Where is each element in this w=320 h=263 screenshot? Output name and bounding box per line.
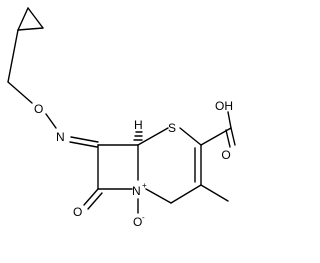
atom-n-oxide-oxygen: O	[133, 215, 142, 229]
atom-sulfur: S	[168, 121, 176, 135]
chemical-structure-diagram: O N S OH O O N + O - H	[7, 7, 236, 229]
atom-imine-nitrogen: N	[56, 130, 65, 144]
bond-s-c2	[179, 127, 202, 146]
atom-ring-nitrogen: N	[132, 184, 141, 198]
atom-stereo-hydrogen: H	[134, 118, 143, 132]
bond-c6-s	[137, 127, 169, 146]
bond-c3-c4	[170, 184, 202, 204]
bond-c4-n	[145, 188, 172, 204]
atom-oxime-oxygen: O	[34, 102, 43, 116]
bond-cooh-oh	[227, 111, 232, 129]
thiazine-ring	[137, 127, 202, 204]
bond-n-c7-a	[70, 136, 99, 143]
bond-cp-3	[17, 27, 44, 31]
atom-hydroxyl: OH	[215, 99, 233, 113]
nitrogen-charge: +	[142, 181, 147, 190]
bond-cooh-o-a	[230, 127, 236, 146]
atom-lactam-oxygen: O	[73, 205, 82, 219]
cyclopropyl-ring	[17, 7, 44, 31]
bond-n-c7-b	[69, 141, 98, 148]
stereo-hash-bond	[133, 131, 143, 141]
bond-methyl	[200, 184, 229, 202]
atom-carboxyl-oxygen: O	[221, 148, 230, 162]
bond-ch2-o	[7, 81, 33, 104]
bond-cp-1	[17, 7, 29, 31]
bond-c8-o-a	[83, 188, 99, 206]
bond-cooh-o-b	[225, 129, 231, 148]
carboxylic-acid-group	[200, 111, 236, 148]
bond-o-n	[45, 113, 57, 129]
bond-cp-ch2	[7, 29, 19, 83]
bond-c8-o-b	[87, 192, 103, 210]
bond-cp-2	[27, 7, 44, 29]
molecule-drawing: O N S OH O O N + O - H	[7, 7, 236, 229]
beta-lactam-ring	[97, 144, 139, 190]
n-oxide-charge: -	[142, 213, 145, 222]
